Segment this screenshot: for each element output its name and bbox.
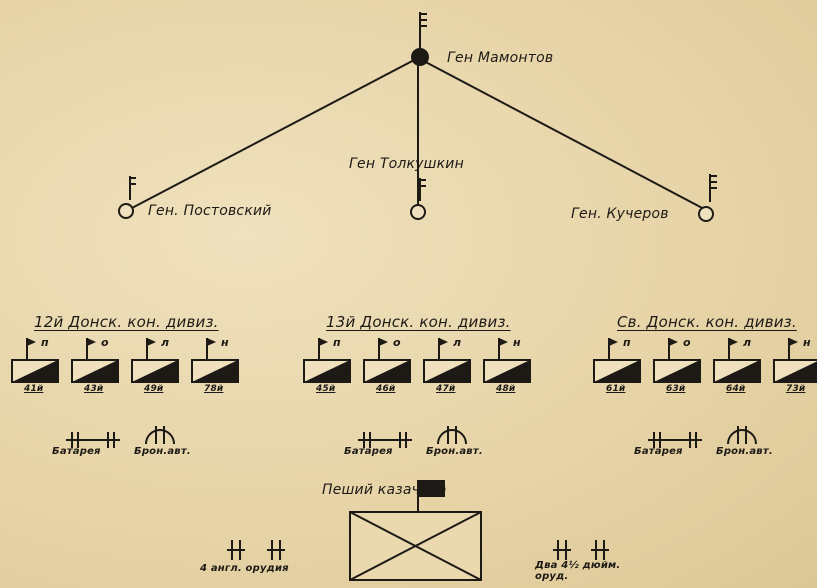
battery-icon [358,432,412,448]
battery-label: Батарея [52,446,101,457]
regiment-symbol [713,338,761,383]
battery-icon [66,432,120,448]
commander-postovsky-label: Ген. Постовский [148,203,272,219]
regiment-flag-letter: л [453,336,462,349]
battery-label: Батарея [344,446,393,457]
commander-tolkushkin-symbol [410,178,426,220]
units-layer [11,338,817,448]
regiment-number: 41й [24,384,44,394]
regiment-flag-letter: л [743,336,752,349]
infantry-right-guns-label: Два 4½ дюйм. оруд. [535,560,621,582]
regiment-symbol [11,338,59,383]
armored-car-label: Брон.авт. [716,446,773,457]
regiment-symbol [593,338,641,383]
commander-mamontov-symbol [411,12,429,66]
regiment-symbol [483,338,531,383]
division-sv-title: Св. Донск. кон. дивиз. [617,313,797,331]
commander-kucherov-label: Ген. Кучеров [571,206,669,222]
regiment-number: 63й [666,384,686,394]
regiment-number: 43й [84,384,104,394]
infantry-right-guns-icon [553,540,609,560]
regiment-number: 48й [496,384,516,394]
regiment-symbol [191,338,239,383]
regiment-number: 49й [144,384,164,394]
regiment-number: 64й [726,384,746,394]
commander-kucherov-symbol [698,174,717,222]
armored-car-icon [437,426,467,445]
regiment-flag-letter: н [513,336,521,349]
regiment-symbol [71,338,119,383]
regiment-symbol [363,338,411,383]
commander-mamontov-label: Ген Мамонтов [447,50,554,66]
regiment-flag-letter: н [221,336,229,349]
infantry-detachment-label: Пеший казачотр [322,482,447,498]
regiment-number: 78й [204,384,224,394]
regiment-flag-letter: п [623,336,631,349]
hq-links [129,57,707,211]
regiment-symbol [303,338,351,383]
commander-tolkushkin-label: Ген Толкушкин [349,156,464,172]
regiment-flag-letter: л [161,336,170,349]
regiment-number: 61й [606,384,626,394]
regiment-flag-letter: о [683,336,691,349]
regiment-flag-letter: о [393,336,401,349]
infantry-left-guns-label: 4 англ. орудия [200,563,289,574]
regiment-symbol [131,338,179,383]
regiment-symbol [653,338,701,383]
regiment-number: 73й [786,384,806,394]
division-13-title: 13й Донск. кон. дивиз. [326,313,511,331]
infantry-detachment-symbol [349,480,482,581]
regiment-flag-letter: о [101,336,109,349]
regiment-flag-letter: п [333,336,341,349]
regiment-symbol [773,338,817,383]
armored-car-label: Брон.авт. [426,446,483,457]
armored-car-icon [727,426,757,445]
commander-postovsky-symbol [118,176,136,219]
regiment-flag-letter: п [41,336,49,349]
division-12-title: 12й Донск. кон. дивиз. [34,313,219,331]
regiment-symbol [423,338,471,383]
armored-car-label: Брон.авт. [134,446,191,457]
battery-label: Батарея [634,446,683,457]
regiment-number: 45й [316,384,336,394]
regiment-flag-letter: н [803,336,811,349]
regiment-number: 47й [436,384,456,394]
battery-icon [648,432,702,448]
armored-car-icon [145,426,175,445]
regiment-number: 46й [376,384,396,394]
infantry-left-guns-icon [227,540,285,560]
